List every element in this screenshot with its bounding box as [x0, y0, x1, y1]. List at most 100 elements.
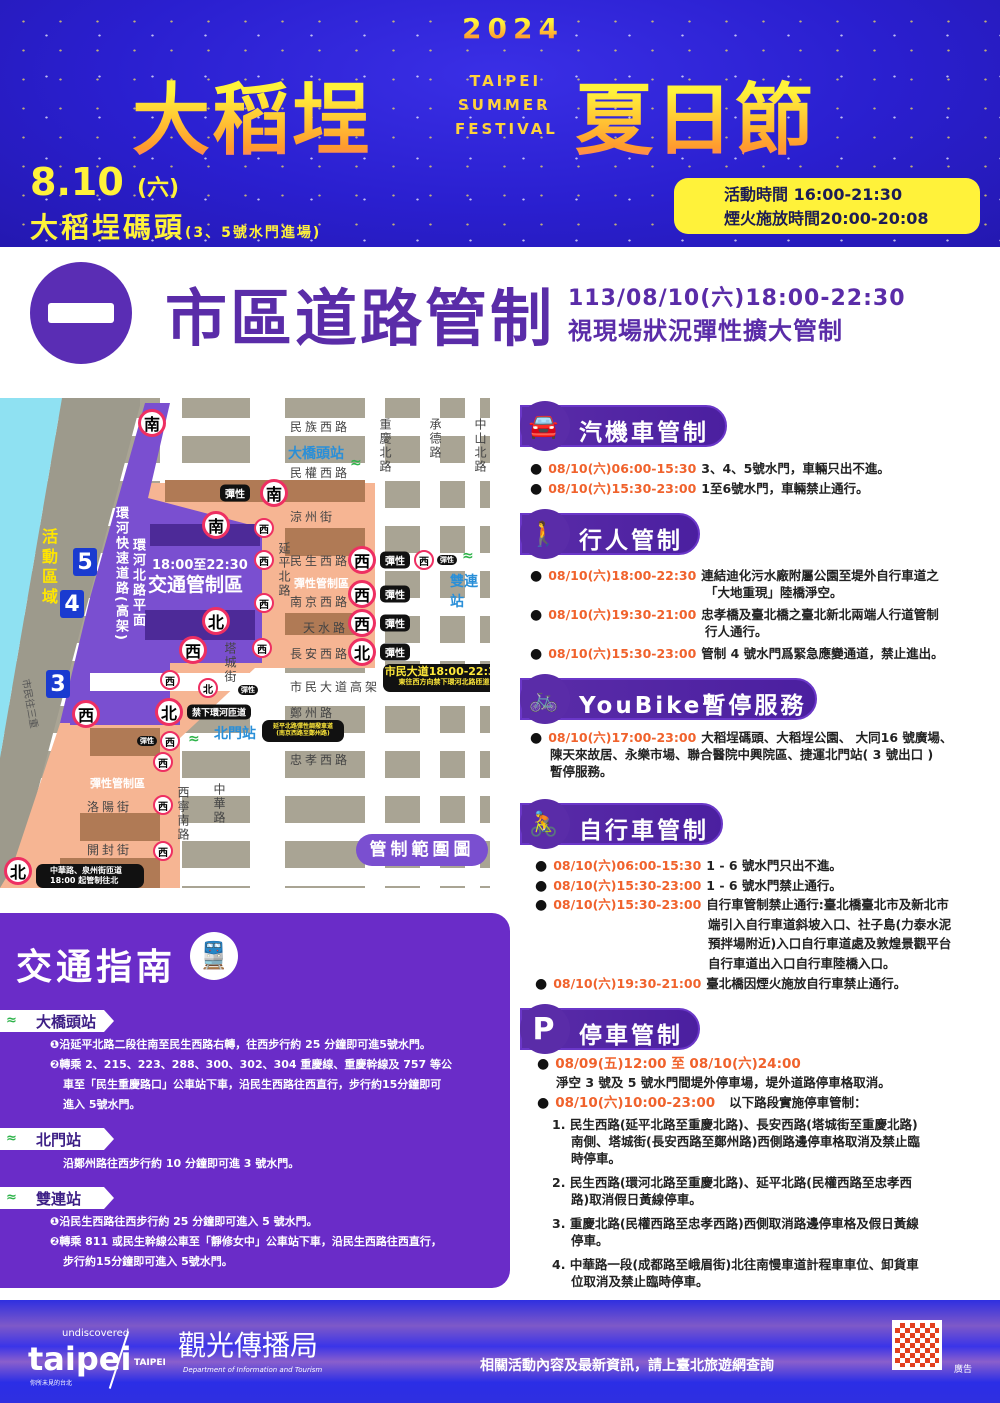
flex-tag: 彈性: [437, 555, 457, 565]
flex-tag: 彈性: [238, 685, 258, 695]
block: [80, 813, 160, 841]
street-label: 開封街: [87, 843, 133, 857]
rule-num: 3.: [552, 1216, 566, 1231]
item-text-cont: 行人通行。: [705, 624, 768, 639]
street-label: 中華路: [212, 783, 226, 825]
ad-label: 廣告: [954, 1365, 973, 1375]
rule-text-cont: 路)取消假日黃線停車。: [571, 1192, 702, 1207]
no-entry-icon: [30, 262, 132, 364]
section-bicycle-control: 🚴自行車管制: [520, 799, 723, 849]
street-label: 南京西路: [290, 595, 351, 609]
item-text: 1 - 6 號水門禁止通行。: [706, 878, 842, 893]
callout-line: 延平北路彈性調撥車道: [272, 723, 333, 730]
street-label: 承德路: [428, 418, 442, 460]
item-date: 08/10(六)19:30-21:00: [548, 607, 697, 622]
weekday: (六): [137, 176, 180, 201]
direction-marker: 西: [179, 636, 207, 664]
guide-line: ❷轉乘 2、215、223、288、300、302、304 重慶線、重慶幹線及 …: [50, 1058, 453, 1071]
metro-icon: ≈: [188, 731, 200, 747]
rule-text-cont: 時停車。: [571, 1151, 622, 1166]
item-date: 08/09(五)12:00 至 08/10(六)24:00: [555, 1056, 801, 1072]
item-date: 08/10(六)06:00-15:30: [548, 461, 697, 476]
street-label: 涼州街: [290, 510, 336, 524]
street-label: 民族西路: [290, 420, 351, 434]
qr-code[interactable]: [892, 1320, 942, 1370]
direction-marker: 西: [254, 518, 274, 538]
street-label: 重慶北路: [378, 418, 392, 474]
control-note: 視現場狀況彈性擴大管制: [568, 317, 843, 345]
train-icon: 🚆: [190, 932, 238, 980]
section-title: YouBike暫停服務: [579, 693, 807, 719]
gate-5: 5: [73, 548, 97, 576]
direction-marker: 西: [252, 638, 272, 658]
metro-icon: ≈: [6, 1190, 17, 1205]
direction-marker: 西: [254, 593, 274, 613]
item-text-cont: 暫停服務。: [550, 764, 613, 779]
station-shuanglian: ≈ 雙連站: [0, 1187, 114, 1209]
metro-icon: ≈: [350, 455, 362, 471]
item-date: 08/10(六)18:00-22:30: [548, 568, 697, 583]
direction-marker: 西: [254, 550, 274, 570]
street-label: 市民大道高架: [290, 680, 381, 694]
dept-name-en: Department of Information and Tourism: [183, 1366, 323, 1374]
direction-marker: 西: [348, 609, 376, 637]
street-label: 西寧南路: [176, 786, 190, 842]
logo-subtext: 你所未見的台北: [30, 1380, 73, 1387]
item-text: 自行車管制禁止通行:臺北橋臺北市及新北市: [706, 897, 949, 912]
firework-time: 煙火施放時間20:00-20:08: [724, 209, 929, 228]
section-pedestrian-control: 🚶行人管制: [520, 509, 700, 559]
dept-mark: TAIPEI: [134, 1358, 166, 1368]
date-text: 8.10: [30, 160, 124, 204]
guide-line: 步行約15分鐘即可進入 5號水門。: [63, 1255, 233, 1268]
item-date: 08/10(六)17:00-23:00: [548, 730, 697, 745]
street-label: 民權西路: [290, 466, 351, 480]
rule-text: 民生西路(環河北路至重慶北路)、延平北路(民權西路至忠孝西: [569, 1175, 912, 1190]
guide-line: ❶沿民生西路往西步行約 25 分鐘即可進入 5 號水門。: [50, 1215, 318, 1228]
en-line: SUMMER: [458, 96, 551, 114]
item-text-cont: 自行車道出入口自行車陸橋入口。: [708, 956, 896, 971]
metro-icon: ≈: [6, 1013, 17, 1028]
item-date: 08/10(六)15:30-23:00: [553, 897, 702, 912]
parking-rule: 4. 中華路一段(成都路至峨眉街)北往南慢車道計程車車位、卸貨車: [552, 1256, 919, 1273]
rule-text-cont: 南側、塔城街(長安西路至鄭州路)西側路邊停車格取消及禁止臨: [571, 1134, 920, 1149]
callout-line: (南京西路至鄭州路): [276, 730, 330, 738]
station-label: 北門站: [214, 726, 256, 742]
direction-marker: 北: [202, 607, 230, 635]
item-text-cont: 預拌場附近)入口自行車道處及敦煌景觀平台: [708, 936, 952, 951]
rule-text-cont: 位取消及禁止臨時停車。: [571, 1274, 709, 1289]
station-name: 大橋頭站: [36, 1013, 97, 1031]
item-date: 08/10(六)15:30-23:00: [548, 481, 697, 496]
flex-zone-label: 彈性管制區: [90, 777, 145, 790]
cyclist-icon: 🚴: [520, 799, 570, 849]
callout-line: 東往西方向禁下環河北路匝道: [398, 678, 490, 687]
footer: undiscovered taipei 你所未見的台北 TAIPEI 觀光傳播局…: [0, 1300, 1000, 1403]
direction-marker: 北: [155, 698, 183, 726]
pedestrian-icon: 🚶: [520, 509, 570, 559]
metro-icon: ≈: [6, 1131, 17, 1146]
station-name: 雙連站: [36, 1190, 82, 1208]
item-text: 忠孝橋及臺北橋之臺北新北兩端人行道管制: [701, 607, 939, 622]
flex-tag: 彈性: [380, 585, 410, 603]
section-youbike: 🚲YouBike暫停服務: [520, 674, 817, 724]
control-map: 民族西路 民權西路 涼州街 民生西路 南京西路 天水路 長安西路 市民大道高架 …: [0, 398, 490, 888]
item-text-cont: 「大地重現」陸橋淨空。: [705, 585, 843, 600]
item-date: 08/10(六)06:00-15:30: [553, 858, 702, 873]
flex-tag: 彈性: [380, 551, 410, 569]
time-box: 活動時間 16:00-21:30 煙火施放時間20:00-20:08: [674, 178, 980, 234]
item-text: 以下路段實施停車管制：: [729, 1095, 867, 1110]
block: [145, 610, 255, 640]
block: [150, 524, 260, 546]
street-label: 環河快速道路(高架): [113, 506, 128, 642]
parking-icon: P: [520, 1004, 570, 1054]
street-label: 民生西路: [290, 554, 351, 568]
festival-banner: 2024 大稻埕 夏日節 TAIPEI SUMMER FESTIVAL 8.10…: [0, 0, 1000, 247]
item-text: 臺北橋因煙火施放自行車禁止通行。: [706, 976, 907, 991]
item-date: 08/10(六)15:30-23:00: [553, 878, 702, 893]
street-label: 天水路: [303, 621, 349, 635]
